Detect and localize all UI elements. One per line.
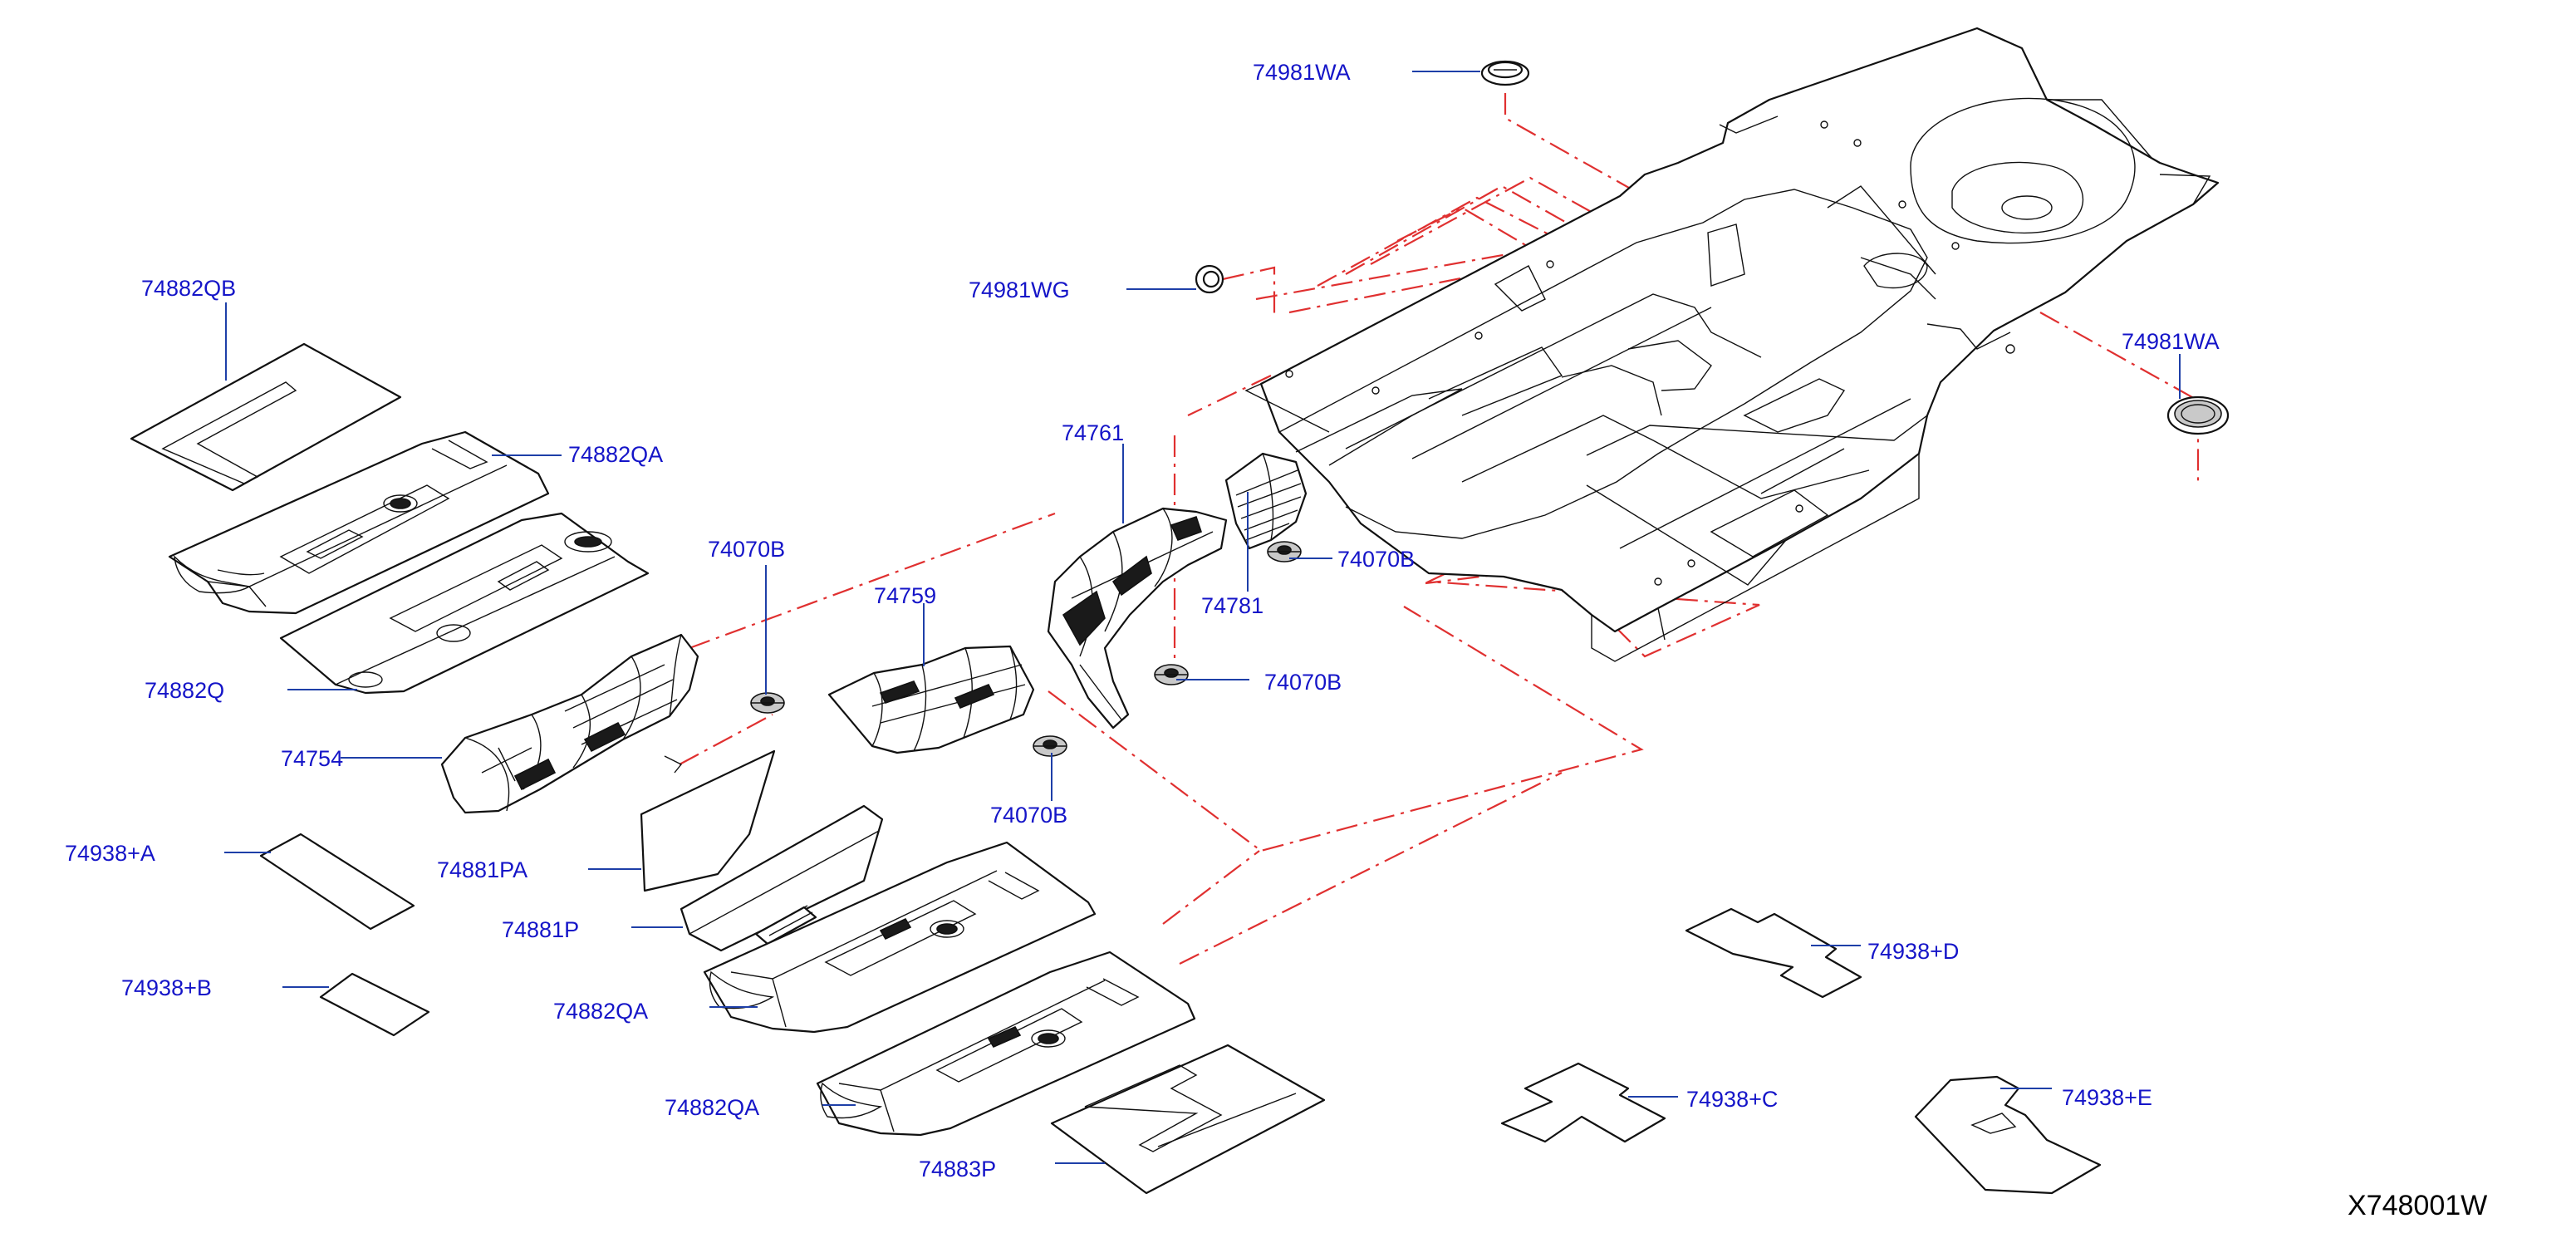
clip-74070b-a	[750, 692, 785, 714]
grommet-74981wa-top	[1480, 60, 1530, 86]
callout-74938a: 74938+A	[65, 841, 155, 866]
pad-74938-c	[1500, 1062, 1666, 1143]
floor-insulator-74882qa-mid	[703, 841, 1097, 1034]
heat-insulator-74761	[1047, 507, 1228, 729]
callout-74883p: 74883P	[919, 1157, 996, 1181]
callout-74938c: 74938+C	[1686, 1087, 1778, 1112]
callout-74761: 74761	[1062, 420, 1124, 445]
insulator-74881pa	[640, 749, 776, 892]
callout-74882qb: 74882QB	[141, 276, 236, 301]
diagram-code: X748001W	[2348, 1190, 2487, 1221]
callout-74070b-d: 74070B	[990, 803, 1067, 828]
heat-insulator-74781	[1224, 452, 1308, 550]
leader-lines	[224, 71, 2181, 1164]
callout-74882qa-lower: 74882QA	[665, 1095, 759, 1120]
callout-labels: 74981WA 74981WG 74981WA 74882QB 74882QA …	[65, 60, 2220, 1181]
callout-74938e: 74938+E	[2062, 1085, 2152, 1110]
floor-pan-assembly	[1244, 27, 2220, 662]
callout-74938b: 74938+B	[121, 975, 212, 1000]
heat-insulator-74754	[440, 633, 699, 814]
floor-insulator-74882qa-lower	[816, 951, 1196, 1137]
callout-74882q: 74882Q	[145, 678, 224, 703]
grommet-74981wa-right	[2166, 395, 2230, 435]
callout-74981wa-right: 74981WA	[2122, 329, 2220, 354]
grommet-74981wg	[1195, 264, 1224, 294]
clip-74070b-b	[1267, 541, 1302, 562]
callout-74882qa-upper: 74882QA	[568, 442, 663, 467]
callout-74070b-b: 74070B	[1337, 547, 1415, 572]
callout-74754: 74754	[281, 746, 343, 771]
pad-74938-a	[259, 833, 415, 931]
callout-74882qa-mid: 74882QA	[553, 999, 648, 1024]
callout-74981wa-top: 74981WA	[1253, 60, 1351, 85]
insulator-74881p	[680, 804, 884, 952]
insulator-74883p	[1050, 1044, 1326, 1195]
callout-74981wg: 74981WG	[969, 278, 1070, 302]
callout-74070b-a: 74070B	[708, 537, 785, 562]
callout-74781: 74781	[1201, 593, 1263, 618]
callout-74881p: 74881P	[502, 917, 579, 942]
pad-74938-e	[1914, 1075, 2102, 1195]
floor-insulator-74882q	[279, 512, 650, 695]
clip-74070b-d	[1033, 735, 1067, 757]
clip-74070b-c	[1154, 664, 1189, 685]
insulator-74882qb	[130, 342, 402, 492]
callout-74070b-c: 74070B	[1264, 670, 1342, 695]
callout-74938d: 74938+D	[1867, 939, 1959, 964]
pad-74938-b	[319, 972, 430, 1037]
callout-74759: 74759	[874, 583, 936, 608]
floor-insulator-74882qa-upper	[168, 430, 550, 615]
callout-74881pa: 74881PA	[437, 857, 527, 882]
pad-74938-d	[1685, 907, 1862, 999]
heat-insulator-74759	[827, 645, 1035, 754]
